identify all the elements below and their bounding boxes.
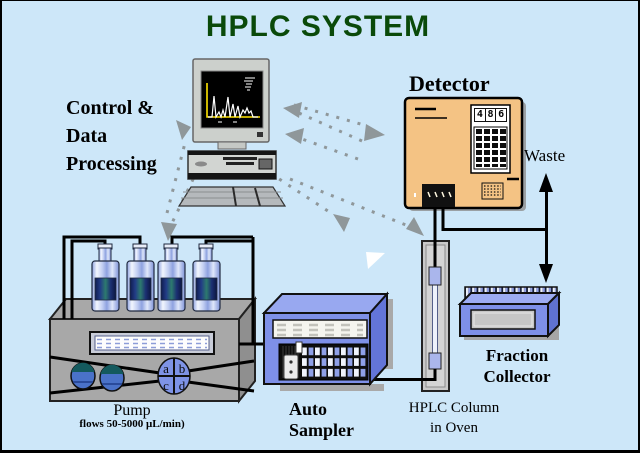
fraction-collector-label: Fraction Collector [483,346,551,386]
control-data-processing-label: Control & Data Processing [66,97,157,175]
waste-label: Waste [524,146,566,165]
hplc-column-oven-illustration [370,208,450,392]
chromatogram-screen [206,77,260,123]
keyboard [177,186,287,207]
display-digit: 8 [485,109,496,121]
dial-letter-a: a [163,361,169,376]
display-digit: 6 [496,109,507,121]
computer-illustration [177,58,287,207]
waste-fraction-arrows [442,173,553,283]
display-digit: 4 [475,109,485,121]
comm-dashed-arrows [165,103,407,227]
page-title: HPLC SYSTEM [205,10,431,43]
pump-label: Pump [113,402,151,419]
comm-arrowheads [161,102,424,241]
dial-letter-b: b [178,361,186,376]
dial-letter-d: d [178,378,186,393]
pump-dial [157,357,191,395]
auto-sampler-label: Auto Sampler [289,399,354,440]
dial-letter-c: c [163,378,169,393]
detector-digital-display: 4 8 6 [474,108,507,122]
autosampler-illustration [239,291,393,391]
pump-illustration [47,235,264,404]
pump-knobs [70,362,125,392]
solvent-bottles [91,243,221,312]
detector-label: Detector [409,71,490,96]
pump-flow-rate-label: flows 50-5000 μL/min) [79,418,185,430]
detector-illustration [403,96,526,211]
white-triangle-artifact [366,252,385,269]
fraction-collector-illustration [457,286,562,340]
hplc-column-label: HPLC Column in Oven [408,400,500,436]
